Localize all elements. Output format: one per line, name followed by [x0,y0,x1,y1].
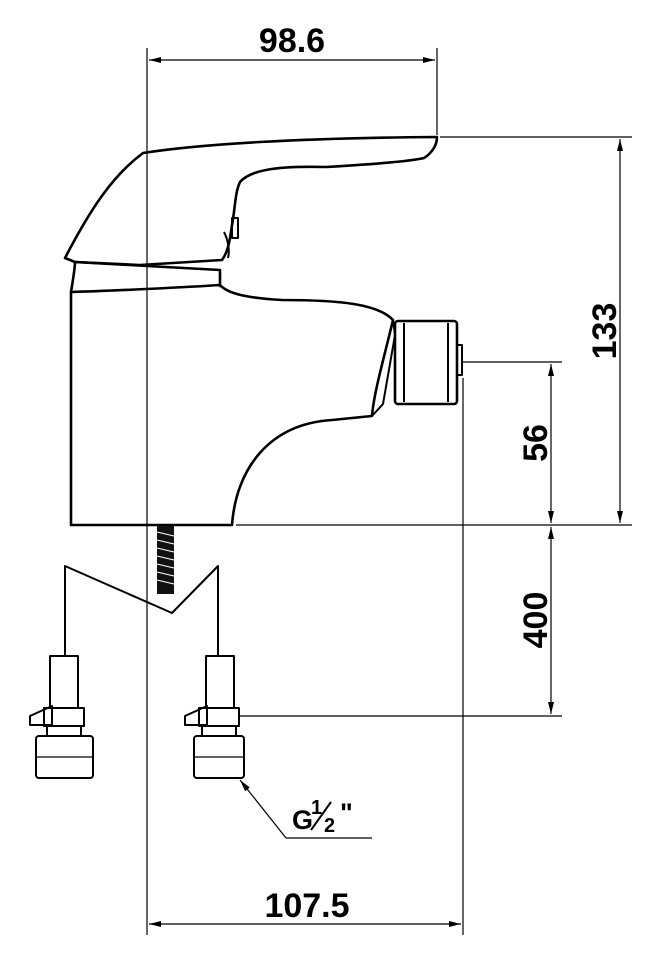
dimension-hose-length: 400 [240,527,562,717]
dimension-label-total-height: 133 [586,303,624,360]
thread-fraction-numerator: 1 [311,797,322,819]
dimension-label-bottom-width: 107.5 [264,887,349,925]
thread-base-label: G [292,805,313,835]
dimension-label-hose-length: 400 [517,592,555,649]
supply-hoses [29,526,245,779]
right-connector [184,655,245,779]
dimension-label-top-width: 98.6 [259,22,325,60]
left-connector [29,655,94,779]
thread-inch-mark: " [340,798,353,828]
lever-handle [63,135,439,267]
dimension-top-width: 98.6 [146,22,438,292]
dimension-total-height: 133 [236,136,632,526]
faucet-body [69,260,463,527]
thread-callout: G 1 2 " [239,779,372,839]
dimension-label-inlet-height: 56 [517,424,555,462]
thread-fraction-denominator: 2 [324,815,335,837]
dimension-inlet-height: 56 [463,361,562,523]
dimension-bottom-width: 107.5 [146,292,464,935]
